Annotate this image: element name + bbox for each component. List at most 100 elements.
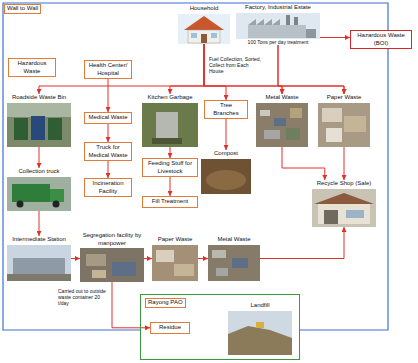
node-label: Kitchen Garbage [142,94,198,102]
flow-arrow [71,258,80,259]
node-label: Medical Waste [87,114,129,122]
flow-arrow [39,147,40,168]
process-box: Truck for Medical Waste [84,142,132,161]
photo-node: Roadside Waste Bin [7,94,71,147]
region-frame: Rayong PAO Residue Landfill [140,294,300,360]
node-label: Tree Branches [207,102,245,117]
photo-area [236,12,320,39]
node-label: Collection truck [7,168,71,176]
photo-area [201,158,251,194]
node-label: Truck for Medical Waste [87,144,129,159]
node-label: Landfill [228,302,292,310]
waste-bin-photo [7,103,71,147]
kitchen-garbage-photo [142,103,198,147]
photo-node: Kitchen Garbage [142,94,198,147]
flow-arrow [278,45,344,94]
landfill-photo [228,311,292,355]
node-label: Hazardous Waste [11,60,53,75]
photo-node: Paper Waste [152,236,198,281]
flow-arrow [344,147,345,180]
photo-area [208,244,260,281]
flow-arrow [226,119,227,150]
photo-area [178,13,230,44]
photo-area [256,102,308,147]
node-label: Feeding Stuff for Livestock [145,160,195,175]
process-box: Hazardous Waste (BOI) [350,30,412,49]
note-label: Carried out to outside waste container 2… [58,288,106,306]
flow-arrow [144,258,152,259]
node-label: Roadside Waste Bin [7,94,71,102]
process-box: Hazardous Waste [8,58,56,77]
flow-arrow [278,45,282,94]
frame-heading: Rayong PAO [145,298,186,308]
flow-arrow [39,211,40,236]
flow-arrow [198,258,208,259]
node-label: Fill Treatment [145,198,195,206]
node-note: 100 Tons per day treatment [236,39,320,45]
node-label: Incineration Facility [87,180,129,195]
node-label: Compost [201,150,251,158]
photo-area [228,310,292,355]
node-label: Segregation facility by manpower [80,232,144,247]
photo-node: Metal Waste [208,236,260,281]
node-label: Factory, Industrial Estate [236,4,320,12]
region-outline [3,3,388,330]
photo-area [142,102,198,147]
process-box: Medical Waste [84,112,132,124]
photo-area [7,176,71,211]
note-label: Fuel Collection, Sorted, Collect from Ea… [209,56,264,74]
photo-area [152,244,198,281]
node-label: Hazardous Waste (BOI) [353,32,409,47]
process-box: Residue [150,322,190,334]
photo-node: Metal Waste [256,94,308,147]
photo-node: Recycle Shop (Sale) [312,180,376,227]
house-picture [178,14,230,44]
segregation-photo [80,248,144,282]
flow-arrow [320,37,350,38]
photo-area [7,102,71,147]
photo-area [7,244,71,281]
metal-waste-photo [208,245,260,281]
paper-waste-photo [318,103,370,147]
flow-arrow [170,44,204,94]
paper-waste-photo [152,245,198,281]
metal-waste-photo [256,103,308,147]
node-label: Health Center/ Hospital [87,62,129,77]
node-label: Recycle Shop (Sale) [312,180,376,188]
flow-arrow [204,44,344,94]
node-label: Residue [153,324,187,332]
photo-node: Paper Waste [318,94,370,147]
photo-node: Intermediate Station [7,236,71,281]
photo-node: Compost [201,150,251,194]
flow-arrow [170,177,171,196]
flow-arrow [108,79,109,112]
factory-picture [236,13,320,39]
node-label: Intermediate Station [7,236,71,244]
flow-arrow [260,227,344,259]
photo-area [80,247,144,282]
intermediate-station-photo [7,245,71,281]
process-box: Tree Branches [204,100,248,119]
node-label: Household [178,5,230,13]
photo-area [318,102,370,147]
photo-node: Landfill [228,302,292,355]
region-frame: Wall to WallHouseholdFactory, Industrial… [3,3,388,330]
household-node: Household [178,5,230,44]
node-label: Metal Waste [208,236,260,244]
collection-truck-photo [7,177,71,211]
node-label: Paper Waste [152,236,198,244]
compost-photo [201,159,251,194]
flow-arrow [170,147,171,158]
flow-arrow [108,124,109,143]
process-box: Incineration Facility [84,178,132,197]
photo-node: Collection truck [7,168,71,211]
factory-node: Factory, Industrial Estate 100 Tons per d… [236,4,320,45]
flow-arrow [39,44,204,94]
recycle-shop-photo [312,189,376,227]
process-box: Feeding Stuff for Livestock [142,158,198,177]
process-box: Fill Treatment [142,196,198,208]
node-label: Paper Waste [318,94,370,102]
photo-node: Segregation facility by manpower [80,232,144,282]
photo-area [312,188,376,227]
